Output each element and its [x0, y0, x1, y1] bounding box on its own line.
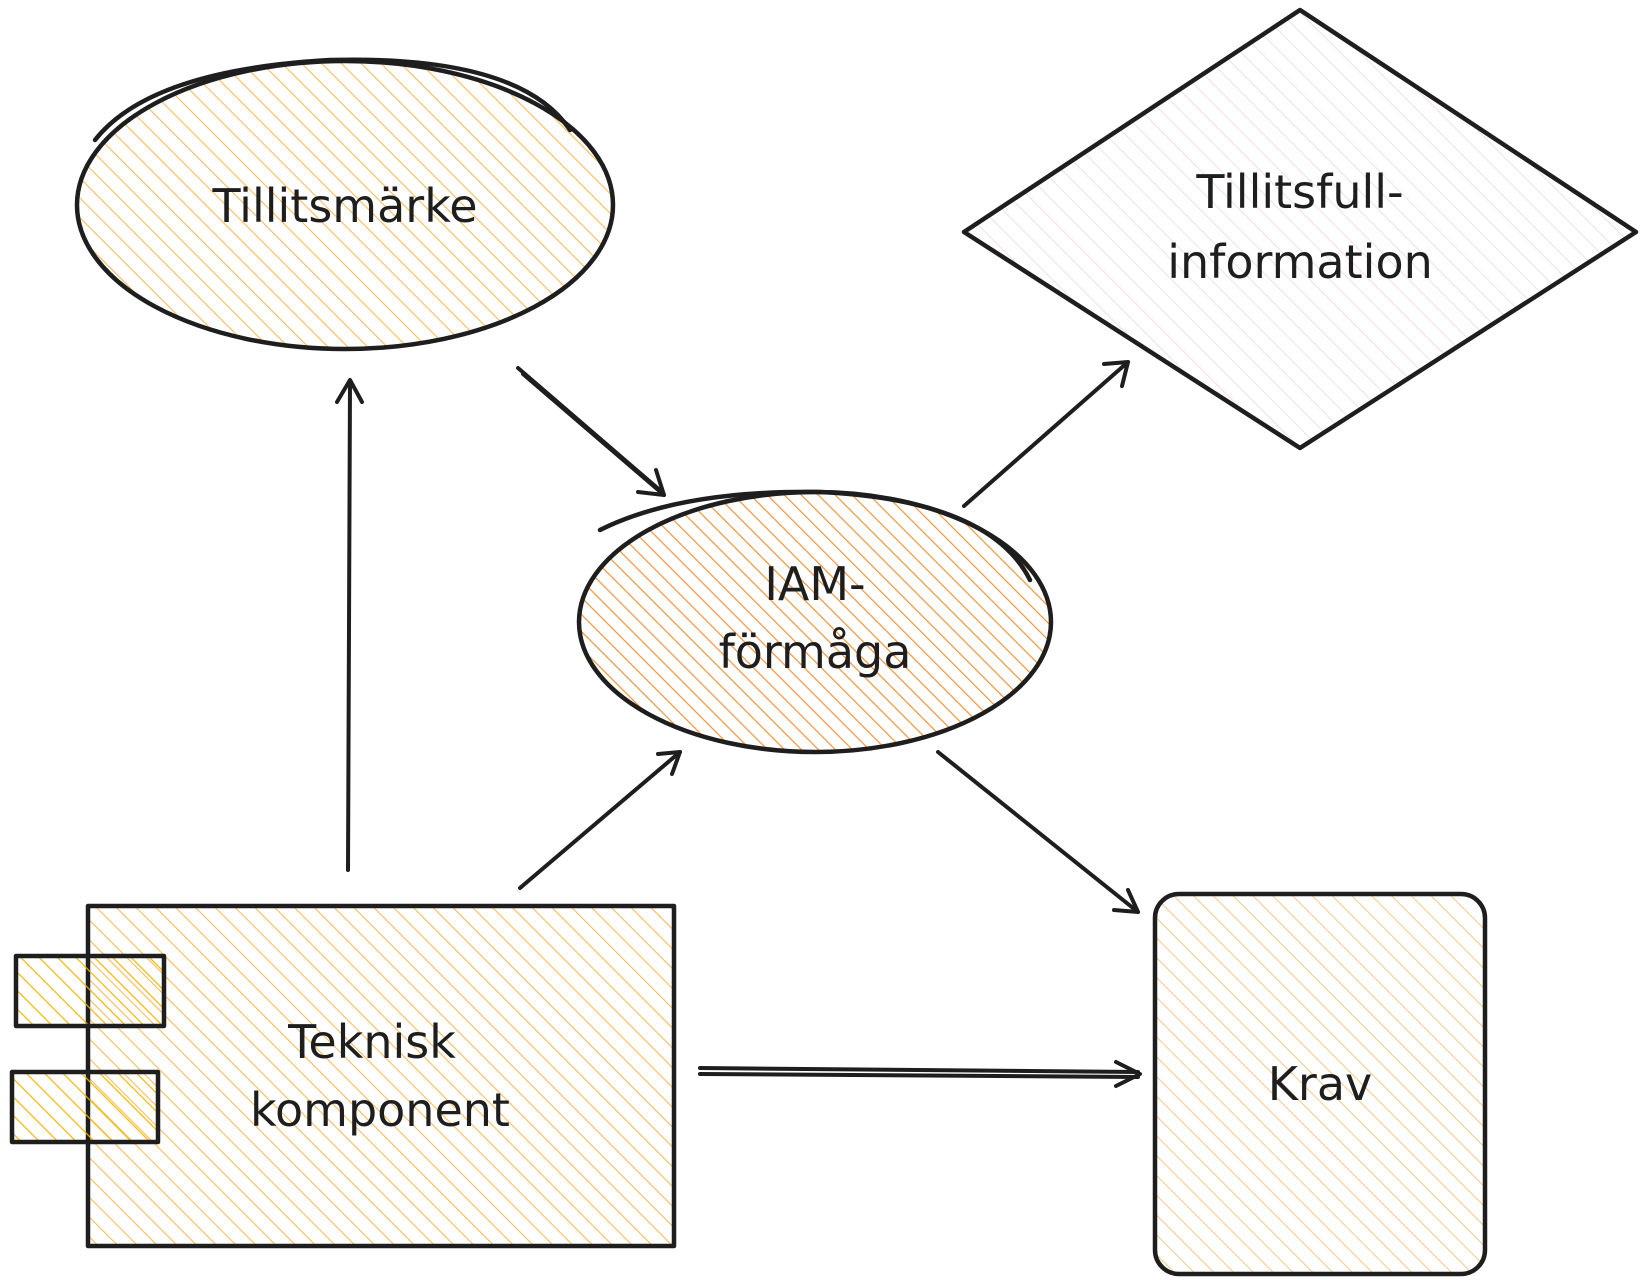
teknisk-komponent-label-line1: Teknisk [287, 1015, 456, 1069]
node-tillitsfull-information[interactable]: Tillitsfull- information [961, 7, 1639, 451]
edge-iam-to-tillitsfull [962, 360, 1130, 508]
edge-teknisk-to-tillitsmarke [335, 378, 364, 872]
krav-label: Krav [1268, 1057, 1373, 1111]
edge-iam-to-krav [936, 750, 1140, 914]
node-tillitsmarke[interactable]: Tillitsmärke [74, 57, 616, 352]
node-iam-formaga[interactable]: IAM- förmåga [576, 489, 1054, 755]
tillitsmarke-label: Tillitsmärke [211, 179, 477, 233]
edge-tillitsmarke-to-iam [516, 366, 666, 497]
iam-formaga-label-line2: förmåga [719, 625, 912, 679]
tillitsfull-information-label-line2: information [1167, 235, 1433, 289]
iam-formaga-label-line1: IAM- [764, 557, 865, 611]
tillitsfull-information-label-line1: Tillitsfull- [1195, 165, 1403, 219]
teknisk-komponent-label-line2: komponent [250, 1083, 510, 1137]
component-port-bottom [9, 1069, 161, 1145]
component-port-top [13, 953, 167, 1029]
edge-teknisk-to-krav [698, 1060, 1142, 1088]
edge-teknisk-to-iam [518, 750, 682, 890]
node-krav[interactable]: Krav [1152, 891, 1488, 1277]
node-teknisk-komponent[interactable]: Teknisk komponent [9, 903, 677, 1249]
